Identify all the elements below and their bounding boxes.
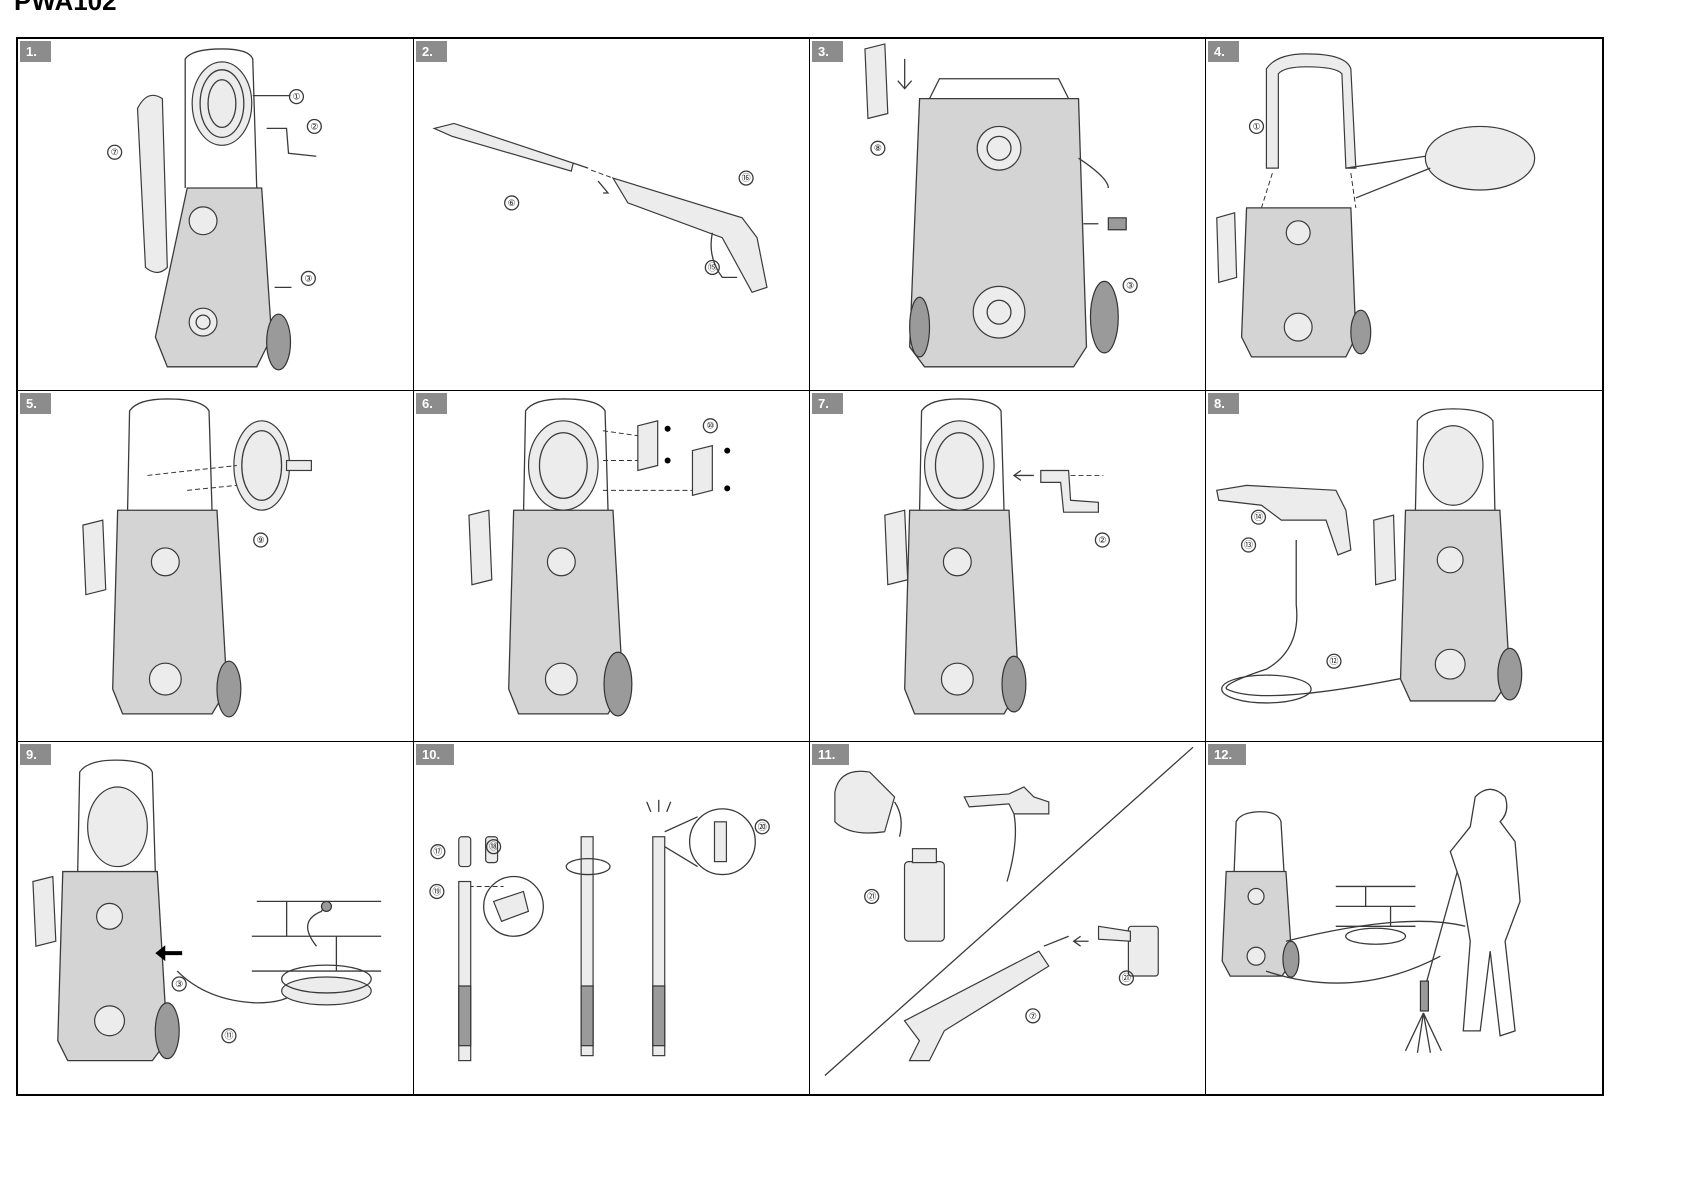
callout-19: ⑲ xyxy=(432,887,441,898)
step-panel-4: 4. ① xyxy=(1206,39,1602,391)
step-number-badge: 12. xyxy=(1208,744,1247,766)
step-panel-1: 1. ① ② ③ ⑦ xyxy=(18,39,414,391)
callout-labels: ⑭ ⑬ ⑫ xyxy=(1240,509,1342,669)
callout-1: ① xyxy=(292,93,300,103)
callout-labels: ② xyxy=(1094,532,1110,548)
callout-labels: ⑩ xyxy=(702,417,718,434)
step-panel-12: 12. xyxy=(1206,742,1602,1094)
callout-2: ② xyxy=(1098,536,1106,546)
detergent-bottle-illustration xyxy=(824,747,1194,1077)
callout-3: ③ xyxy=(304,274,312,284)
step-panel-11: 11. ㉑ ⑦ ㉑ xyxy=(810,742,1206,1094)
step-number-badge: 3. xyxy=(812,41,843,62)
callout-6: ⑥ xyxy=(508,199,516,209)
callout-16: ⑯ xyxy=(742,173,751,184)
step-number-badge: 6. xyxy=(416,392,447,414)
high-pressure-hose-connection-illustration xyxy=(1216,407,1523,704)
step-number-badge: 10. xyxy=(416,744,455,766)
reel-bracket-screws-illustration xyxy=(468,397,731,717)
callout-labels: ⑥ ⑮ ⑯ xyxy=(504,170,754,276)
step-panel-6: 6. ⑩ xyxy=(414,390,810,743)
instruction-grid: 1. ① ② ③ ⑦ 2. xyxy=(16,37,1604,1096)
callout-labels: ① ② ③ ⑦ xyxy=(107,89,322,286)
step-number-badge: 8. xyxy=(1208,392,1239,414)
step-panel-5: 5. ⑨ xyxy=(18,390,414,743)
callout-17: ⑰ xyxy=(433,847,442,858)
callout-8: ⑧ xyxy=(874,144,882,154)
operating-pressure-washer-illustration xyxy=(1221,789,1521,1054)
step-panel-9: 9. ③ ⑪ xyxy=(18,742,414,1094)
callout-labels: ⑨ xyxy=(253,532,269,548)
callout-18: ⑱ xyxy=(489,842,498,853)
step-number-badge: 4. xyxy=(1208,41,1239,62)
callout-14: ⑭ xyxy=(1254,512,1263,523)
step-panel-8: 8. ⑭ ⑬ ⑫ xyxy=(1206,391,1602,743)
callout-3: ③ xyxy=(175,980,183,990)
step-panel-2: 2. ⑥ ⑮ ⑯ xyxy=(414,39,810,391)
callout-10: ⑩ xyxy=(706,421,714,431)
step-panel-10: 10. ⑰ ⑱ ⑲ ⑳ xyxy=(414,742,810,1094)
callout-labels: ㉑ ⑦ ㉑ xyxy=(864,889,1135,1024)
callout-2: ② xyxy=(310,122,318,132)
callout-9: ⑨ xyxy=(257,536,265,546)
callout-labels: ③ ⑪ xyxy=(171,976,237,1044)
step-number-badge: 2. xyxy=(416,41,447,62)
step-panel-7: 7. ② xyxy=(810,390,1206,743)
step-number-badge: 7. xyxy=(812,392,843,414)
document-title: PWA102 xyxy=(14,0,117,16)
step-number-badge: 9. xyxy=(20,744,51,766)
step-number-badge: 5. xyxy=(20,392,51,414)
callout-11: ⑪ xyxy=(224,1031,233,1042)
water-inlet-illustration xyxy=(864,43,1127,368)
step-number-badge: 11. xyxy=(812,744,850,766)
handle-mounting-illustration xyxy=(1216,53,1536,358)
callout-12: ⑫ xyxy=(1329,656,1338,667)
callout-20: ⑳ xyxy=(758,822,767,833)
callout-1: ① xyxy=(1252,122,1260,132)
callout-7: ⑦ xyxy=(1029,1012,1037,1022)
callout-labels: ⑧ ③ xyxy=(870,140,1138,293)
step-number-badge: 1. xyxy=(20,41,51,62)
callout-3: ③ xyxy=(1126,281,1134,291)
hose-reel-mounting-illustration xyxy=(82,397,312,718)
pressure-washer-illustration xyxy=(136,48,317,371)
spray-gun-lance-illustration xyxy=(432,122,768,294)
water-supply-connection-illustration xyxy=(32,759,382,1062)
step-panel-3: 3. ⑧ ③ xyxy=(810,39,1206,391)
callout-21: ㉑ xyxy=(867,892,876,903)
callout-15: ⑮ xyxy=(708,262,717,273)
callout-13: ⑬ xyxy=(1244,540,1253,551)
callout-21: ㉑ xyxy=(1122,973,1131,984)
nozzle-attachment-illustration xyxy=(458,800,756,1062)
crank-handle-mounting-illustration xyxy=(884,397,1104,715)
callout-labels: ① xyxy=(1248,118,1265,135)
callout-7: ⑦ xyxy=(111,148,119,158)
callout-labels: ⑰ ⑱ ⑲ ⑳ xyxy=(429,819,770,900)
